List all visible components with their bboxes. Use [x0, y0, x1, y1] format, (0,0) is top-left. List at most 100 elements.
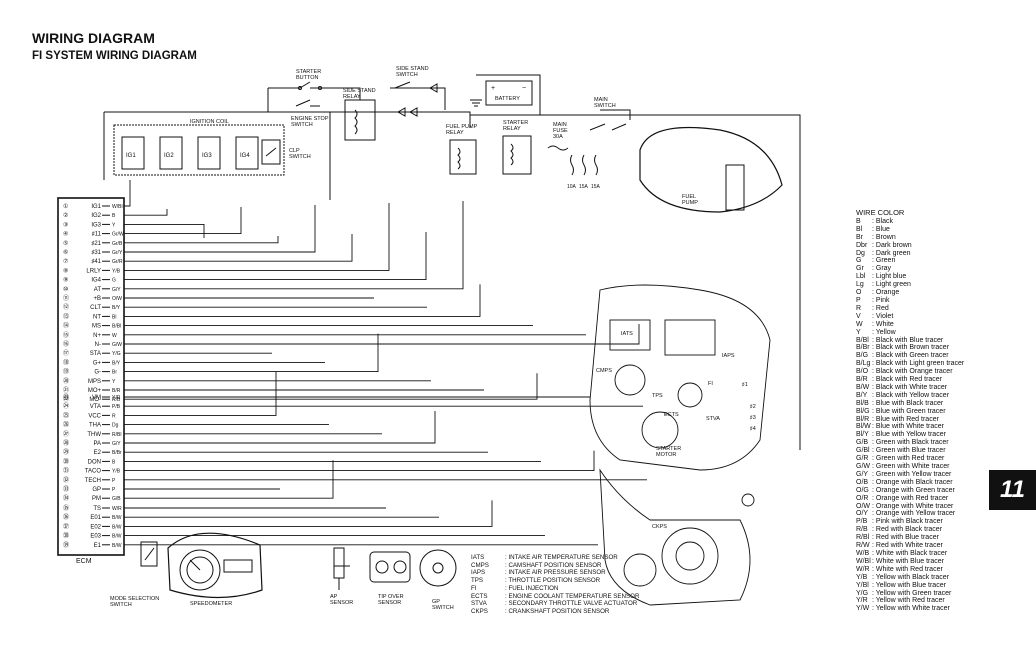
ecm-pin-number: ㊴ — [63, 541, 69, 549]
wire-color-code: R/W — [856, 542, 870, 550]
wire-color-code: G/Y — [856, 470, 869, 478]
cmps-label: CMPS — [596, 368, 612, 374]
fuse-rating: 15A — [579, 184, 589, 190]
wire-color-entry: W/B: White with Black tracer — [856, 550, 964, 558]
wire-color-description: : Green with Blue tracer — [872, 447, 946, 455]
wire-color-description: : Yellow with Blue tracer — [872, 581, 946, 589]
ecm-pin-name: ♯11 — [92, 231, 102, 238]
ecm-pin-name: IG1 — [91, 204, 101, 210]
wire-color-entry: G: Green — [856, 257, 964, 265]
wire-color-code: O/Y — [856, 510, 869, 518]
wire-color-description: : Green with White tracer — [872, 463, 950, 470]
wire-color-code: W/Bl — [856, 557, 871, 565]
ecm-pin-wire-color: G/B — [112, 496, 121, 502]
wire-color-code: W — [856, 320, 863, 328]
ecm-wire — [124, 450, 595, 472]
abbreviation-code: TPS — [471, 577, 484, 585]
wire-color-description: : Light blue — [872, 273, 907, 281]
wire-color-description: : Blue with White tracer — [872, 423, 944, 431]
wire-color-code: B — [856, 217, 861, 225]
ecm-pin-wire-color: R/B — [112, 397, 121, 403]
wire-color-description: : Blue with Yellow tracer — [872, 431, 946, 439]
wire-color-code: G/Bl — [856, 447, 870, 455]
battery-minus: − — [522, 85, 526, 92]
ecm-pin-name: TACO — [85, 469, 102, 475]
wire-color-description: : Orange with Yellow tracer — [872, 510, 956, 518]
ecm-pin-name: IG3 — [91, 222, 101, 228]
ignition-coil — [121, 136, 145, 170]
abbreviation-entry: TPS: THROTTLE POSITION SENSOR — [471, 577, 639, 585]
ecm-pin-name: AT — [94, 287, 102, 293]
wire-color-entry: R/W: Red with White tracer — [856, 542, 964, 550]
tip-over-sensor — [369, 551, 411, 583]
wire-color-code: B/G — [856, 352, 869, 360]
ecm-pin-name: LRLY — [86, 268, 101, 274]
wire-color-description: : Light green — [872, 281, 911, 289]
injector-2-label: ♯2 — [750, 404, 756, 410]
battery-plus: + — [491, 85, 495, 92]
ecm-pin-name: E01 — [90, 515, 101, 521]
ecm-pin-name: THW — [87, 432, 101, 438]
wire-color-code: Y/Bl — [856, 581, 869, 589]
wire-color-entry: Y/R: Yellow with Red tracer — [856, 597, 964, 605]
ignition-coil — [159, 136, 183, 170]
ecm-pin-number: ㊲ — [63, 522, 69, 530]
abbreviation-entry: STVA: SECONDARY THROTTLE VALVE ACTUATOR — [471, 600, 639, 608]
wire-color-code: O — [856, 289, 862, 297]
ecm-pin-number: ㉙ — [63, 448, 69, 456]
ecm-pin-wire-color: B/W — [112, 524, 122, 530]
wire-color-description: : Green with Yellow tracer — [872, 470, 952, 478]
ecm-wire — [124, 333, 379, 373]
ecm-pin-name: ♯21 — [91, 240, 101, 247]
ecm-pin-name: STA — [90, 351, 101, 357]
fuse-rating: 10A — [567, 184, 577, 190]
wire-bus — [124, 180, 647, 546]
wire-color-entry: R: Red — [856, 305, 964, 313]
stva-label: STVA — [706, 416, 720, 422]
ecm-pin-name: G+ — [93, 360, 102, 366]
ignition-coil-block — [113, 124, 285, 176]
wire-color-code: R/Bl — [856, 534, 870, 542]
abbreviation-description: : CAMSHAFT POSITION SENSOR — [505, 561, 602, 569]
wire-color-code: Y/R — [856, 597, 868, 605]
ecm-pin-number: ② — [63, 212, 68, 219]
ecm-pin-name: PM — [92, 496, 101, 502]
page-title: WIRING DIAGRAM — [32, 30, 155, 46]
wire-color-code: P/B — [856, 518, 868, 526]
side-stand-switch — [394, 81, 445, 117]
ecm-pin-name: IG4 — [91, 278, 101, 284]
ecm-pin-name: NT — [93, 314, 101, 320]
wire-color-description: : Black with Light green tracer — [872, 360, 965, 368]
wire-color-code: Bl/Y — [856, 431, 869, 439]
ecm-pin-wire-color: R/Bl — [112, 432, 121, 438]
ecm-pin-number: ⑨ — [63, 277, 68, 284]
wire-color-code: Y/W — [856, 605, 870, 613]
wire-color-description: : Brown — [872, 233, 896, 241]
ecm-pin-wire-color: B/Br — [112, 450, 122, 456]
ecm-wire — [124, 371, 277, 416]
ecm-pin-number: ④ — [63, 231, 68, 238]
ecm-wire — [124, 324, 640, 345]
wire-color-description: : Black — [872, 217, 894, 225]
abbreviation-entry: ECTS: ENGINE COOLANT TEMPERATURE SENSOR — [471, 593, 639, 601]
ecm-pin-name: VTA — [90, 404, 101, 410]
ecm-pin-number: ㉖ — [63, 421, 69, 429]
wire-color-entry: Dg: Dark green — [856, 250, 964, 258]
ecm-pin-wire-color: Y/B — [112, 469, 121, 475]
wire-color-entry: Y/Bl: Yellow with Blue tracer — [856, 582, 964, 590]
ecm-wire — [124, 223, 205, 238]
